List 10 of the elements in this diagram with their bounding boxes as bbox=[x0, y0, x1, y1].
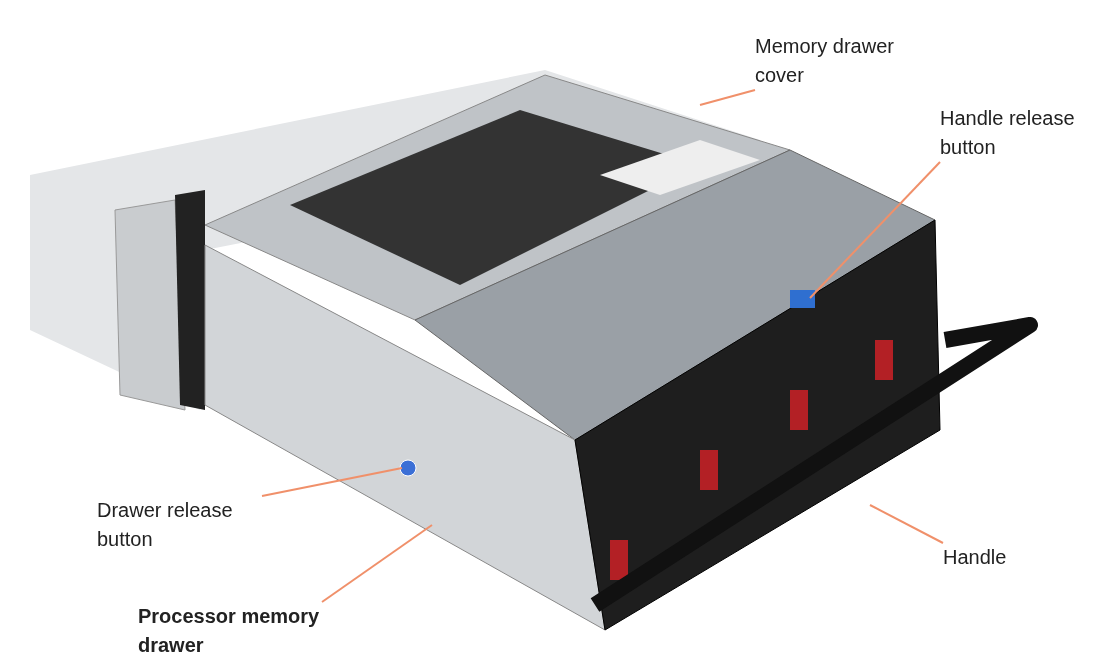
callout-label: Memory drawer cover bbox=[755, 34, 895, 88]
leader-line bbox=[869, 504, 944, 544]
leader-line bbox=[261, 467, 403, 497]
callout-label: Handle release button bbox=[940, 106, 1076, 160]
leader-line bbox=[809, 161, 941, 299]
callout-label: Processor memory drawer bbox=[138, 604, 321, 658]
callout-label: Drawer release button bbox=[97, 498, 234, 552]
leader-line bbox=[699, 89, 756, 106]
callout-label: Handle bbox=[943, 545, 1008, 570]
leader-line bbox=[321, 524, 433, 603]
